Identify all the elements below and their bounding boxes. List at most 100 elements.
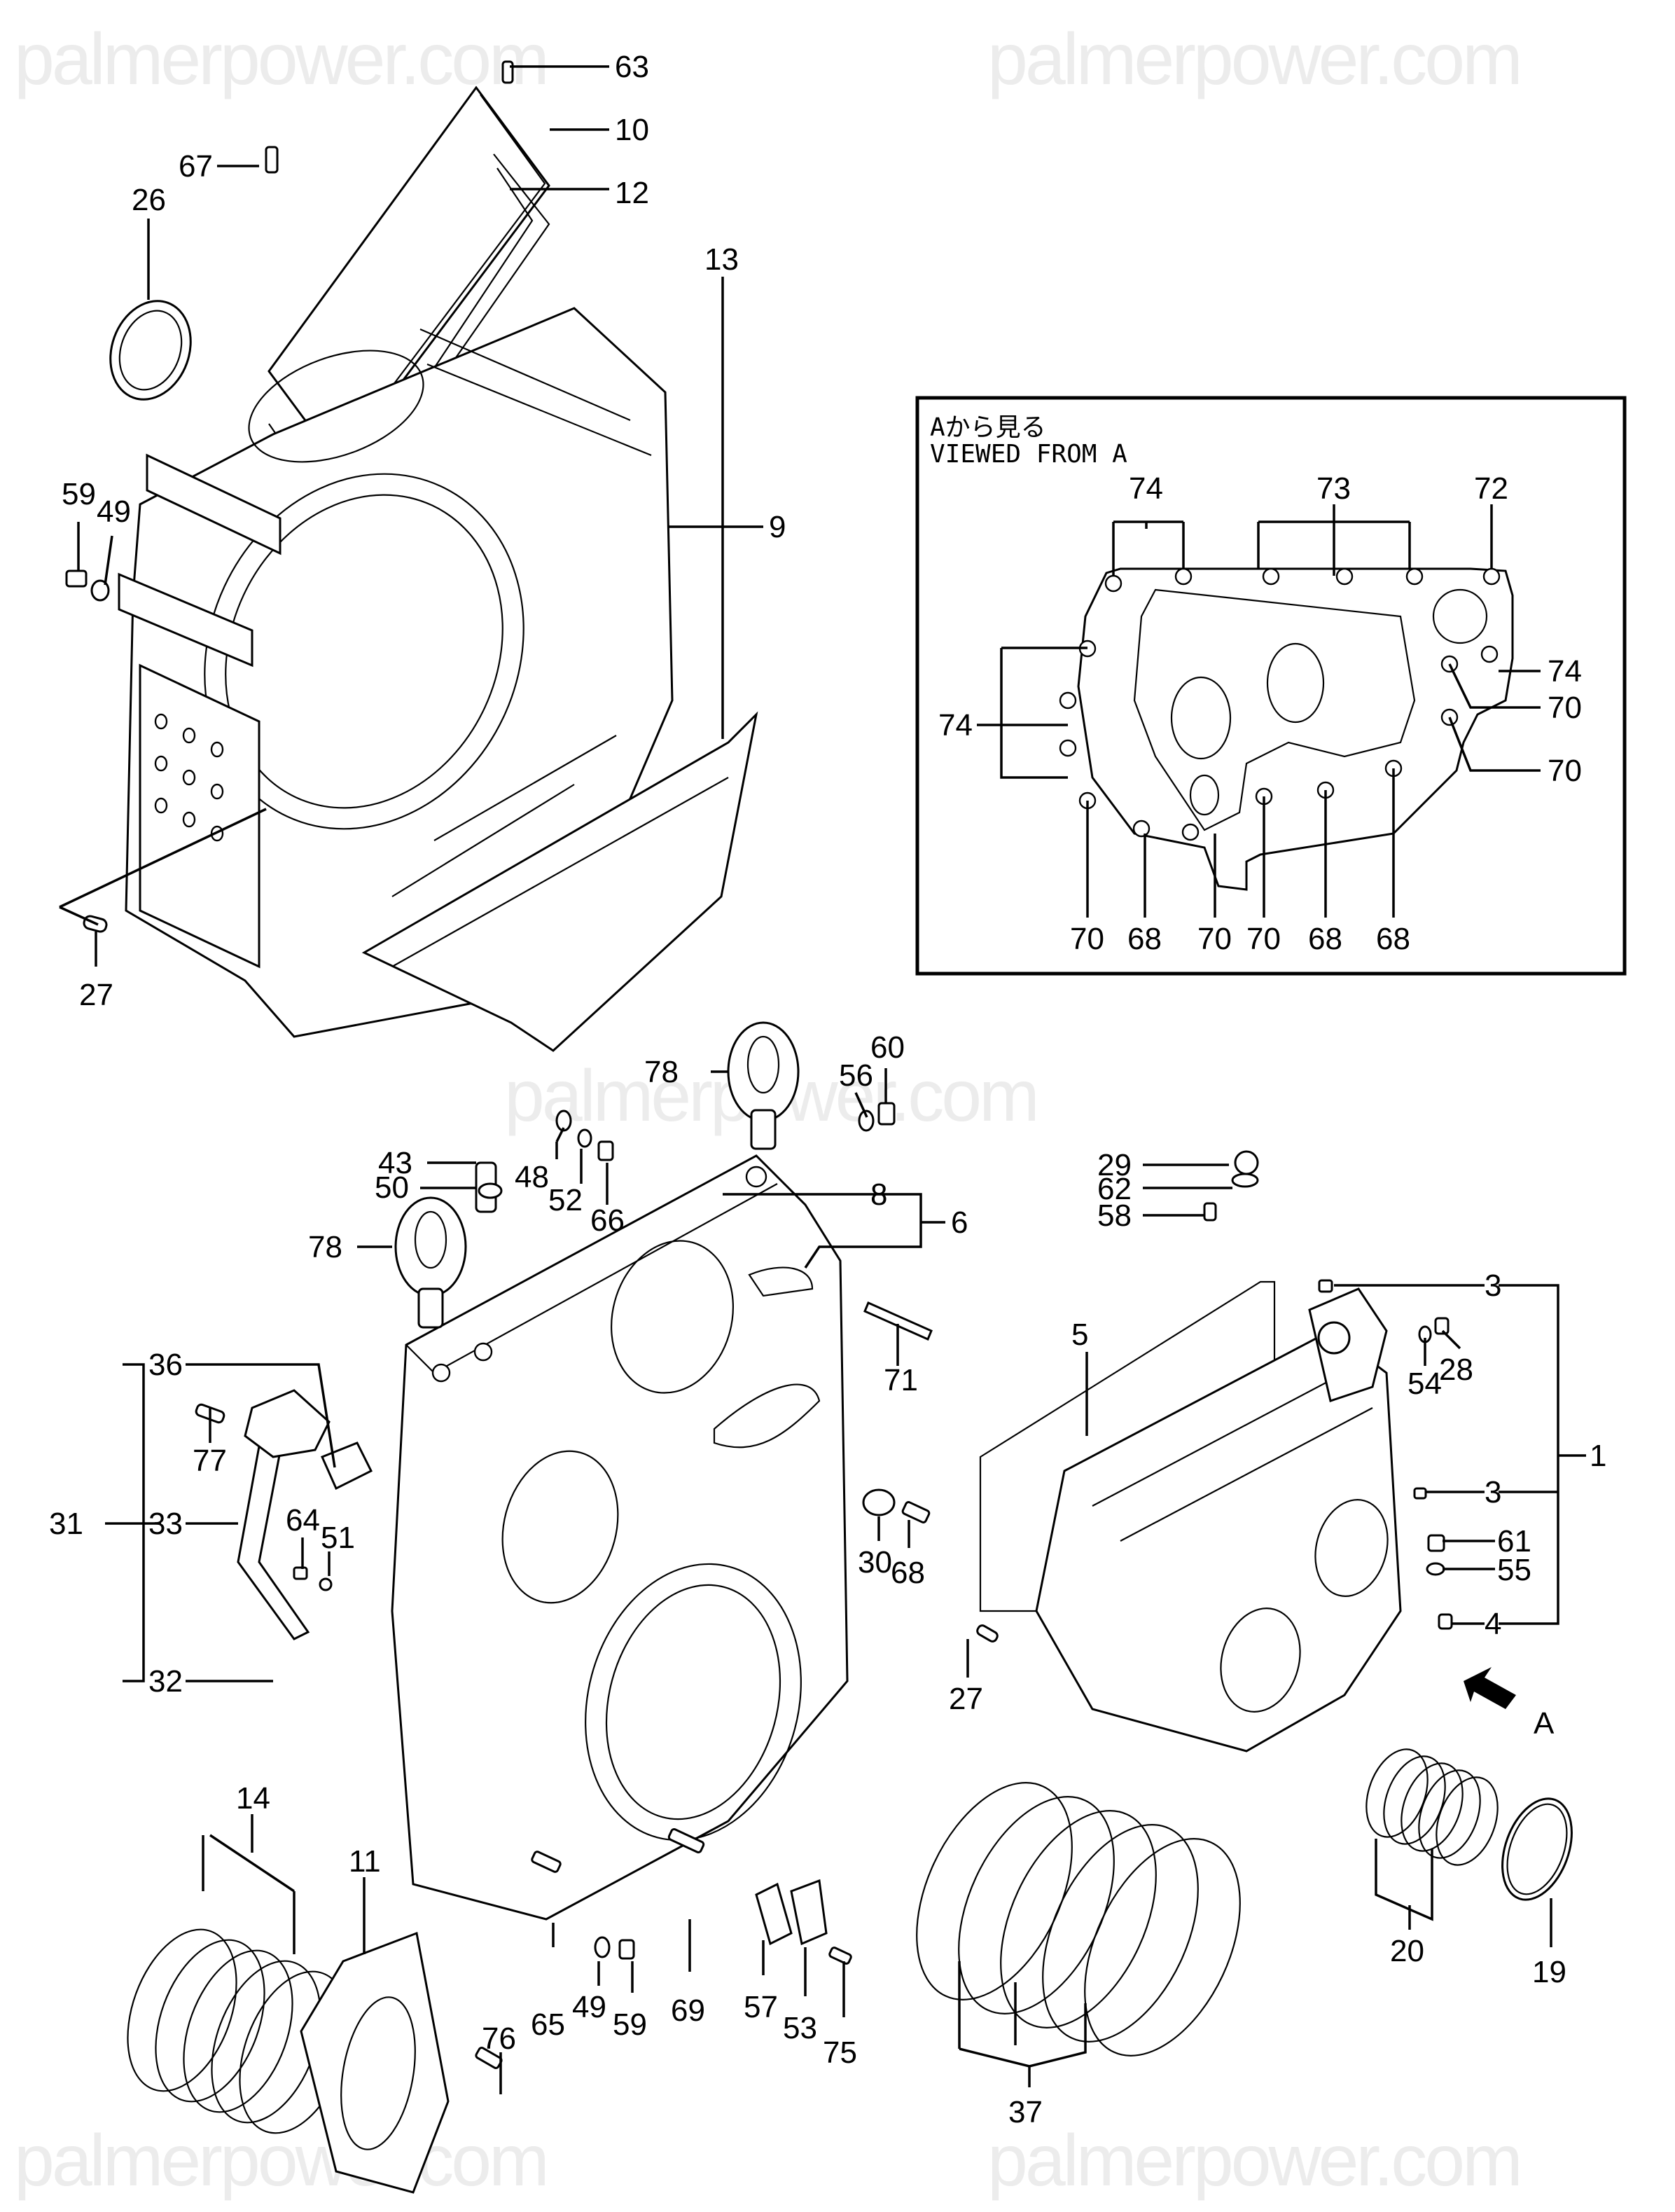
callout-71[interactable]: 71 bbox=[884, 1363, 918, 1397]
washer bbox=[594, 1936, 611, 1958]
inset-callout-74-top[interactable]: 74 bbox=[1129, 471, 1163, 506]
o-ring-55 bbox=[1426, 1562, 1445, 1576]
flange-gasket bbox=[320, 1442, 373, 1491]
inset-callout-73[interactable]: 73 bbox=[1316, 471, 1351, 506]
inset-callout-70-right-bottom[interactable]: 70 bbox=[1548, 754, 1582, 788]
gear-case bbox=[195, 1021, 933, 1965]
callout-53[interactable]: 53 bbox=[783, 2011, 817, 2045]
callout-1[interactable]: 1 bbox=[1590, 1439, 1606, 1473]
callout-58[interactable]: 58 bbox=[1097, 1198, 1132, 1233]
callout-66[interactable]: 66 bbox=[590, 1203, 625, 1238]
callout-77[interactable]: 77 bbox=[193, 1444, 227, 1478]
callout-9[interactable]: 9 bbox=[769, 510, 786, 544]
callout-28[interactable]: 28 bbox=[1439, 1353, 1473, 1387]
o-ring-62 bbox=[1231, 1173, 1259, 1188]
callout-69[interactable]: 69 bbox=[671, 1993, 705, 2028]
callout-13[interactable]: 13 bbox=[704, 242, 739, 277]
inset-callout-72[interactable]: 72 bbox=[1474, 471, 1508, 506]
callout-61[interactable]: 61 bbox=[1497, 1524, 1531, 1558]
callout-6[interactable]: 6 bbox=[951, 1205, 968, 1240]
eyebolt-left bbox=[394, 1196, 467, 1329]
inset-callout-74-left[interactable]: 74 bbox=[938, 708, 973, 742]
screw bbox=[501, 60, 514, 84]
callout-49[interactable]: 49 bbox=[97, 495, 131, 529]
callout-64[interactable]: 64 bbox=[286, 1503, 320, 1537]
callout-78-lower[interactable]: 78 bbox=[308, 1230, 342, 1264]
callout-12[interactable]: 12 bbox=[615, 176, 649, 210]
callout-55[interactable]: 55 bbox=[1497, 1553, 1531, 1587]
oil-seal bbox=[109, 300, 192, 401]
callout-63[interactable]: 63 bbox=[615, 50, 649, 84]
callout-43[interactable]: 43 bbox=[378, 1146, 412, 1180]
watermark-bottom-left: palmerpower.com bbox=[14, 2120, 547, 2201]
inset-callout-68-bottom-3[interactable]: 68 bbox=[1376, 922, 1410, 956]
inset-callout-70-bottom-2[interactable]: 70 bbox=[1197, 922, 1232, 956]
callout-30[interactable]: 30 bbox=[858, 1545, 892, 1579]
callout-32[interactable]: 32 bbox=[148, 1664, 183, 1699]
callout-5[interactable]: 5 bbox=[1071, 1318, 1088, 1352]
callout-75[interactable]: 75 bbox=[823, 2035, 857, 2070]
callout-68[interactable]: 68 bbox=[891, 1556, 925, 1590]
callout-51[interactable]: 51 bbox=[321, 1521, 355, 1555]
pipe-flange bbox=[244, 1389, 331, 1458]
watermark-top-right: palmerpower.com bbox=[987, 19, 1520, 100]
inset-callout-70-bottom-1[interactable]: 70 bbox=[1070, 922, 1104, 956]
callout-14[interactable]: 14 bbox=[236, 1781, 270, 1816]
callout-19[interactable]: 19 bbox=[1532, 1955, 1566, 1989]
callout-48[interactable]: 48 bbox=[515, 1160, 549, 1194]
dowel bbox=[862, 1488, 896, 1516]
callout-52[interactable]: 52 bbox=[548, 1183, 583, 1217]
callout-29[interactable]: 29 bbox=[1097, 1148, 1132, 1182]
plug-58 bbox=[1203, 1202, 1217, 1222]
plug-61 bbox=[1427, 1534, 1445, 1552]
inset-view-a: Aから見る VIEWED FROM A bbox=[915, 396, 1627, 976]
cover-53 bbox=[790, 1879, 828, 1946]
callout-27-lower[interactable]: 27 bbox=[949, 1682, 983, 1716]
washer bbox=[555, 1110, 572, 1132]
callout-56[interactable]: 56 bbox=[839, 1058, 873, 1093]
callout-26[interactable]: 26 bbox=[132, 183, 166, 217]
callout-49-lower[interactable]: 49 bbox=[572, 1990, 606, 2024]
callout-62[interactable]: 62 bbox=[1097, 1172, 1132, 1206]
inset-callout-68-bottom-2[interactable]: 68 bbox=[1308, 922, 1342, 956]
callout-59-lower[interactable]: 59 bbox=[613, 2007, 647, 2042]
callout-11[interactable]: 11 bbox=[349, 1844, 381, 1879]
bolt bbox=[667, 1827, 705, 1854]
callout-54[interactable]: 54 bbox=[1408, 1367, 1442, 1401]
callout-10[interactable]: 10 bbox=[615, 113, 649, 147]
o-ring-set-20 bbox=[1365, 1748, 1499, 1866]
bolt bbox=[597, 1140, 614, 1161]
callout-3-lower[interactable]: 3 bbox=[1485, 1475, 1501, 1509]
callout-20[interactable]: 20 bbox=[1390, 1934, 1424, 1968]
watermark-bottom-right: palmerpower.com bbox=[987, 2120, 1520, 2201]
watermark-top-left: palmerpower.com bbox=[14, 19, 547, 100]
bearing-cover-11 bbox=[300, 1931, 450, 2194]
callout-4[interactable]: 4 bbox=[1485, 1607, 1501, 1641]
callout-65[interactable]: 65 bbox=[531, 2007, 565, 2042]
inset-callout-68-bottom-1[interactable]: 68 bbox=[1127, 922, 1162, 956]
callout-57[interactable]: 57 bbox=[744, 1990, 778, 2024]
callout-8[interactable]: 8 bbox=[870, 1177, 887, 1212]
callout-33[interactable]: 33 bbox=[148, 1507, 183, 1541]
bolt bbox=[901, 1501, 931, 1523]
plug bbox=[877, 1102, 896, 1126]
inset-callout-70-right-top[interactable]: 70 bbox=[1548, 691, 1582, 725]
callout-59[interactable]: 59 bbox=[62, 477, 96, 511]
callout-31[interactable]: 31 bbox=[49, 1507, 83, 1541]
callout-60[interactable]: 60 bbox=[870, 1030, 905, 1065]
inset-frame bbox=[915, 396, 1627, 976]
callout-67[interactable]: 67 bbox=[179, 149, 213, 184]
view-arrow-a: A bbox=[1464, 1667, 1555, 1741]
inset-callout-74-right[interactable]: 74 bbox=[1548, 654, 1582, 689]
inset-callout-70-bottom-3[interactable]: 70 bbox=[1246, 922, 1281, 956]
callout-76[interactable]: 76 bbox=[482, 2021, 516, 2056]
callout-27[interactable]: 27 bbox=[79, 978, 113, 1012]
callout-78[interactable]: 78 bbox=[644, 1055, 679, 1089]
plug bbox=[65, 569, 88, 588]
callout-36[interactable]: 36 bbox=[148, 1348, 183, 1382]
callout-50[interactable]: 50 bbox=[375, 1170, 409, 1205]
callout-3[interactable]: 3 bbox=[1485, 1269, 1501, 1303]
washer bbox=[319, 1577, 333, 1591]
callout-37[interactable]: 37 bbox=[1008, 2095, 1043, 2129]
